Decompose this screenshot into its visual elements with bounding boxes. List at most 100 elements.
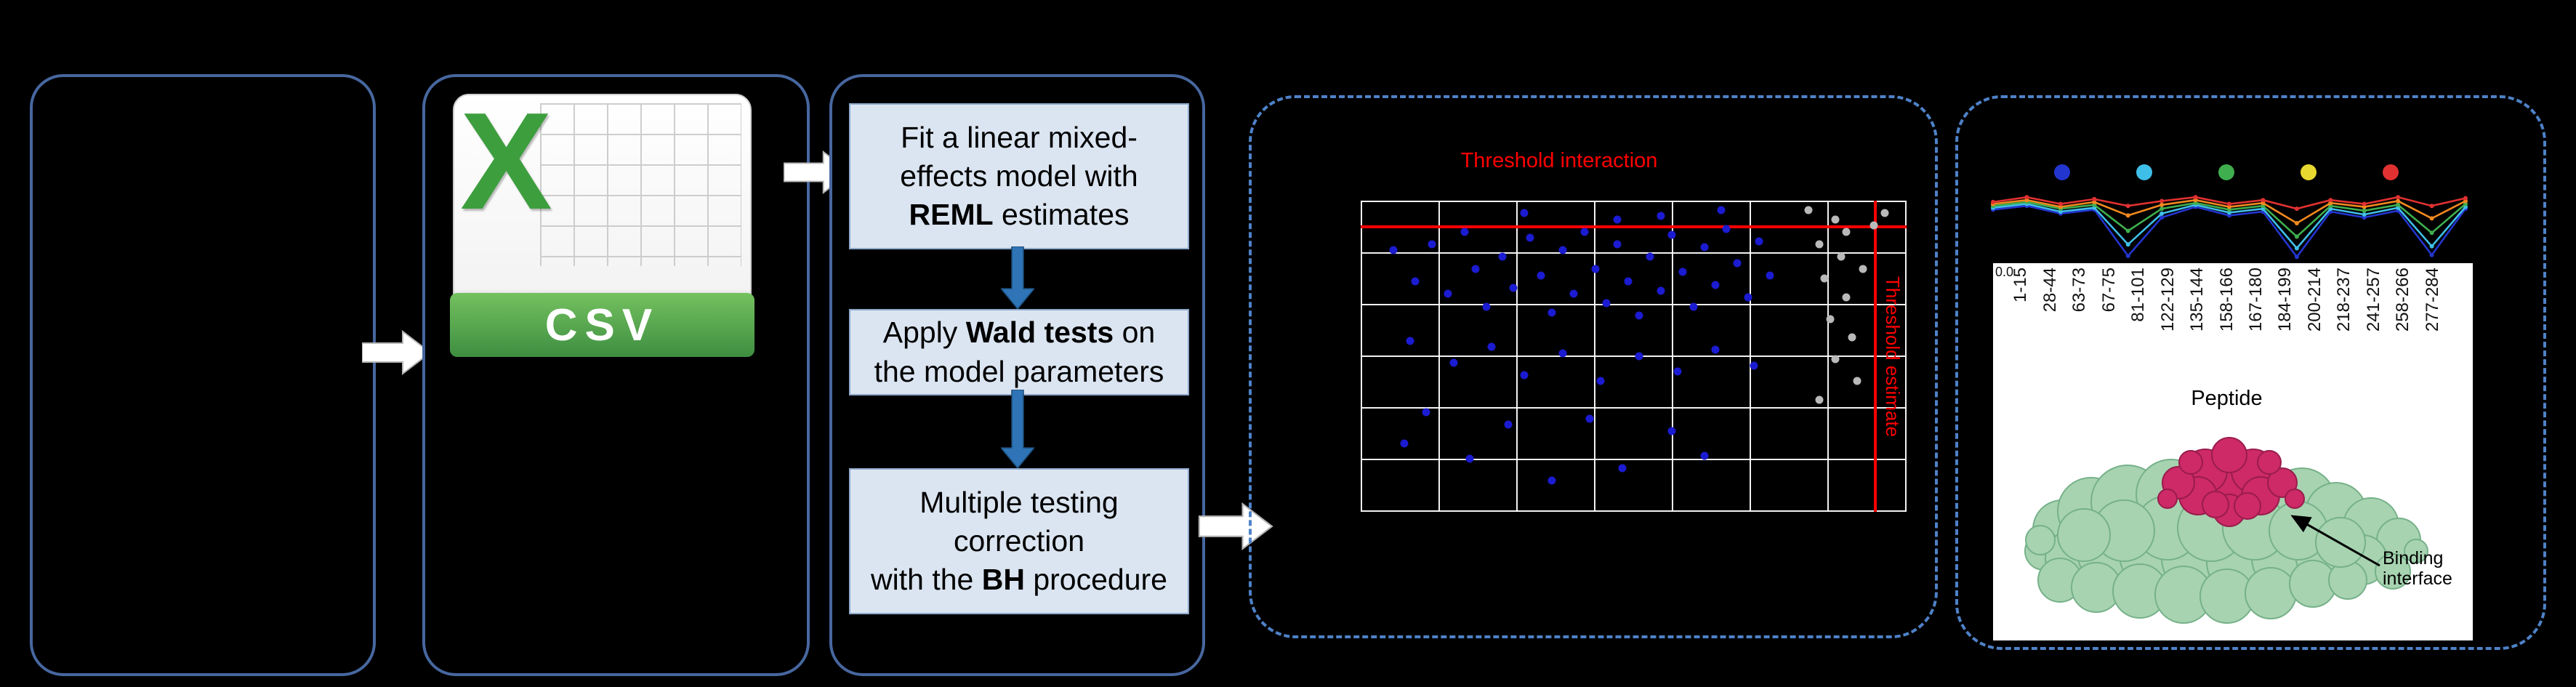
candidate-peptides-point — [1755, 237, 1763, 246]
candidate-peptides-point — [1487, 342, 1496, 351]
csv-banner: CSV — [450, 293, 754, 357]
profile-point — [2058, 201, 2063, 206]
condition-legend-dots — [2054, 164, 2399, 180]
threshold-estimate-line — [1873, 201, 1877, 512]
filtered-peptides-point — [1831, 215, 1840, 224]
candidate-peptides-point — [1449, 358, 1458, 367]
candidate-peptides-point — [1558, 349, 1567, 358]
candidate-peptides-point — [1504, 420, 1513, 429]
candidate-peptides-point — [1624, 277, 1633, 286]
profile-point — [2429, 244, 2434, 249]
filtered-peptides-point — [1815, 240, 1824, 249]
candidate-peptides-point — [1465, 454, 1474, 463]
csv-data-panel: X CSV — [422, 74, 810, 676]
condition-dot — [2054, 164, 2070, 180]
profile-point — [2160, 215, 2165, 220]
candidate-peptides-point — [1547, 308, 1556, 317]
candidate-peptides-point — [1509, 284, 1518, 292]
profile-point — [2125, 228, 2130, 233]
candidate-peptides-point — [1744, 293, 1752, 302]
profile-point — [2328, 198, 2333, 203]
peptide-tick-label: 277-284 — [2422, 268, 2442, 332]
step-box-reml-text: Fit a linear mixed- effects model with R… — [900, 120, 1138, 232]
filtered-peptides-point — [1837, 252, 1846, 261]
filtered-peptides-point — [1826, 315, 1835, 324]
profile-point — [2294, 234, 2299, 239]
binding-interface-label-1: Binding — [2383, 548, 2443, 569]
profile-point — [2294, 246, 2299, 251]
down-arrow-1 — [1001, 246, 1034, 309]
profile-point — [2362, 212, 2367, 217]
threshold-interaction-label: Threshold interaction — [1460, 149, 1658, 172]
candidate-peptides-point — [1444, 289, 1452, 298]
candidate-peptides-point — [1613, 240, 1622, 249]
filtered-peptides-point — [1831, 355, 1840, 363]
profile-point — [2294, 254, 2299, 260]
candidate-peptides-point — [1602, 299, 1611, 308]
candidate-peptides-point — [1482, 302, 1491, 311]
candidate-peptides-point — [1389, 246, 1398, 254]
profile-point — [2125, 213, 2130, 218]
profile-point — [2125, 204, 2130, 209]
profile-point — [2125, 242, 2130, 247]
scatter-plot-area — [1361, 201, 1907, 512]
protein-structure-figure: Binding interface — [2024, 437, 2452, 624]
profile-point — [2429, 252, 2434, 257]
candidate-peptides-point — [1526, 233, 1534, 242]
peptide-tick-label: 63-73 — [2069, 268, 2090, 313]
csv-banner-label: CSV — [544, 300, 660, 350]
candidate-peptides-point — [1678, 268, 1687, 276]
profile-point — [2463, 196, 2468, 201]
peptide-tick-label: 200-214 — [2304, 268, 2325, 332]
candidate-peptides-point — [1585, 414, 1594, 423]
flow-arrow-1 — [362, 330, 432, 375]
candidate-peptides-point — [1547, 476, 1556, 485]
candidate-peptides-point — [1580, 228, 1589, 236]
filtered-peptides-point — [1842, 228, 1851, 236]
threshold-plot-panel: Threshold interaction Threshold estimate — [1249, 95, 1938, 638]
candidate-peptides-point — [1700, 451, 1709, 460]
profile-point — [2160, 202, 2165, 207]
filtered-peptides-point — [1869, 221, 1878, 230]
profile-point — [2429, 216, 2434, 221]
profile-point — [2261, 198, 2266, 203]
candidate-peptides-point — [1471, 265, 1480, 273]
profile-point — [1991, 199, 1995, 204]
down-arrow-2 — [1001, 390, 1034, 468]
candidate-peptides-point — [1520, 209, 1529, 217]
candidate-peptides-point — [1711, 345, 1720, 354]
candidate-peptides-point — [1520, 371, 1529, 379]
peptide-tick-label: 1-15 — [2011, 268, 2031, 303]
filtered-peptides-point — [1804, 206, 1813, 214]
peptide-tick-label: 158-166 — [2216, 268, 2237, 332]
filtered-peptides-point — [1842, 293, 1851, 302]
candidate-peptides-point — [1460, 228, 1469, 236]
candidate-peptides-point — [1618, 464, 1627, 473]
candidate-peptides-point — [1428, 240, 1436, 249]
candidate-peptides-point — [1411, 277, 1420, 286]
step-box-bh-text: Multiple testing correction with the BH … — [871, 485, 1167, 597]
condition-dot — [2301, 164, 2317, 180]
profile-point — [2125, 254, 2130, 258]
candidate-peptides-point — [1717, 206, 1726, 214]
candidate-peptides-point — [1711, 281, 1720, 289]
candidate-peptides-point — [1689, 302, 1698, 311]
filtered-peptides-point — [1848, 333, 1856, 342]
csv-file-icon: X CSV — [448, 84, 756, 375]
profile-line-chart — [1991, 195, 2468, 260]
candidate-peptides-point — [1667, 230, 1676, 239]
peptide-tick-label: 241-257 — [2363, 268, 2383, 332]
peptide-tick-label: 67-75 — [2098, 268, 2119, 313]
profile-point — [2429, 230, 2434, 236]
profile-point — [2396, 195, 2401, 200]
candidate-peptides-point — [1646, 252, 1654, 261]
candidate-peptides-point — [1700, 243, 1709, 252]
threshold-estimate-label: Threshold estimate — [1882, 276, 1904, 438]
condition-dot — [2136, 164, 2152, 180]
candidate-peptides-point — [1596, 377, 1605, 385]
csv-page: X CSV — [450, 84, 754, 357]
excel-x-logo: X — [460, 84, 552, 238]
